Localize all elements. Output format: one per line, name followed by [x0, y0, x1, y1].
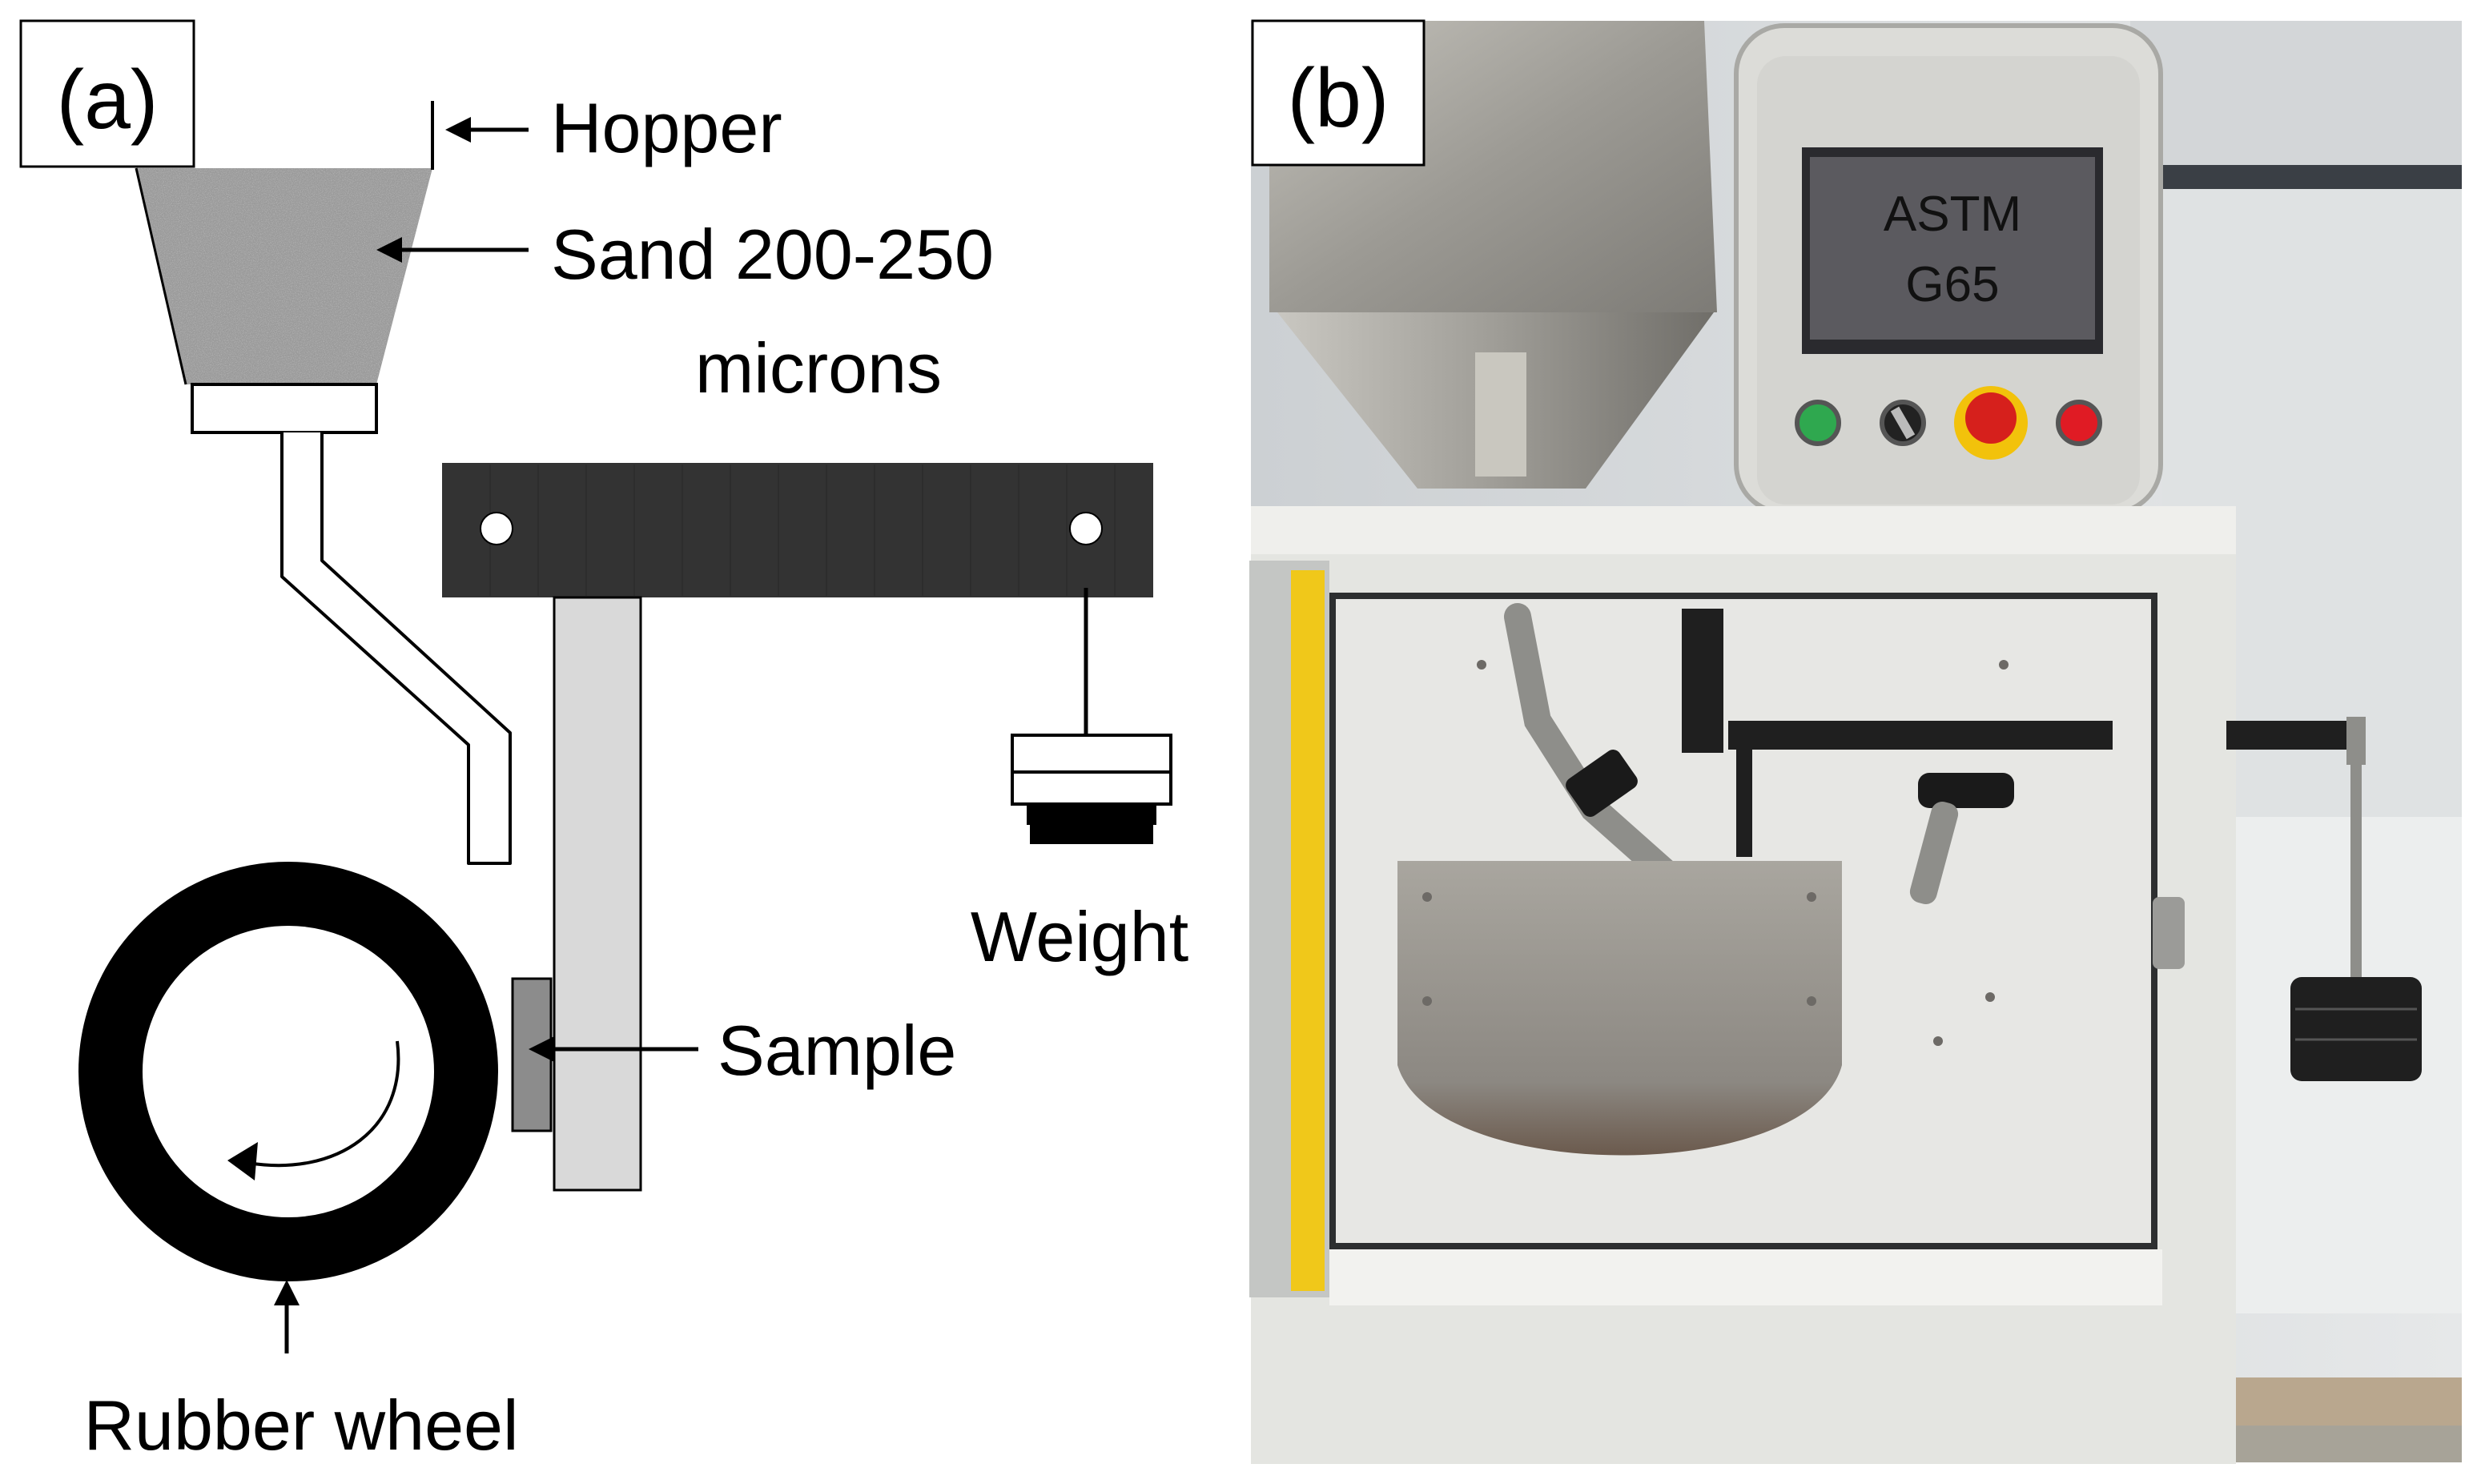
external-lever — [2226, 721, 2354, 750]
panel-a-label-box — [19, 19, 195, 168]
hopper-pointer-head — [445, 117, 471, 143]
lever-arm — [442, 463, 1153, 1192]
sand-label-line1: Sand 200-250 — [551, 215, 994, 294]
sand-pointer-head — [376, 237, 402, 263]
sample-arm — [553, 596, 642, 1192]
weight — [1011, 734, 1172, 844]
inner-lever — [1728, 721, 2113, 750]
bolts — [1422, 660, 2009, 1046]
lever-texture — [489, 465, 1116, 596]
weight-label: Weight — [971, 897, 1188, 976]
warning-stripe — [1291, 570, 1325, 1291]
hopper-collar — [191, 383, 378, 434]
feed-tube — [280, 432, 512, 865]
wheel-label: Rubber wheel — [84, 1385, 519, 1465]
pivot-hole-right — [1069, 512, 1103, 545]
sample-pointer-head — [529, 1036, 554, 1062]
upright-block — [1682, 609, 1723, 753]
rotation-arrow-head — [227, 1142, 258, 1180]
rotation-arrow — [247, 1040, 400, 1168]
hopper-wall-left — [135, 167, 187, 385]
hopper — [135, 101, 512, 865]
panel-b-label-box — [1251, 19, 1425, 167]
hanging-weight — [2290, 977, 2422, 1081]
screen-line1: ASTM — [1884, 187, 2021, 242]
hopper-label: Hopper — [551, 88, 782, 167]
screen — [1810, 157, 2095, 340]
panel-b-label: (b) — [1287, 52, 1389, 145]
screen-line2: G65 — [1905, 257, 1999, 312]
handle-knob — [1918, 773, 2014, 808]
sample-label: Sample — [718, 1011, 956, 1090]
panel-b: ASTM G65 — [1249, 19, 2462, 1464]
sand-texture — [136, 168, 432, 384]
door-latch — [2153, 897, 2185, 969]
pivot-hole-left — [480, 512, 513, 545]
wheel-pointer-head — [274, 1280, 300, 1305]
photo-hopper-slot — [1475, 352, 1526, 477]
sand-label-line2: microns — [695, 328, 942, 408]
feed-hose — [1504, 603, 1679, 887]
splash-guard — [1397, 861, 1842, 1156]
rubber-wheel — [78, 862, 498, 1281]
panel-a-label: (a) — [56, 54, 158, 147]
estop-button — [1965, 392, 2017, 444]
handle-bar — [1909, 801, 1959, 905]
lever-bar — [442, 463, 1153, 597]
stop-light — [2056, 400, 2102, 446]
start-button — [1795, 400, 1841, 446]
hose-clamp — [1566, 750, 1638, 817]
panel-a: (a) — [19, 19, 1188, 1465]
